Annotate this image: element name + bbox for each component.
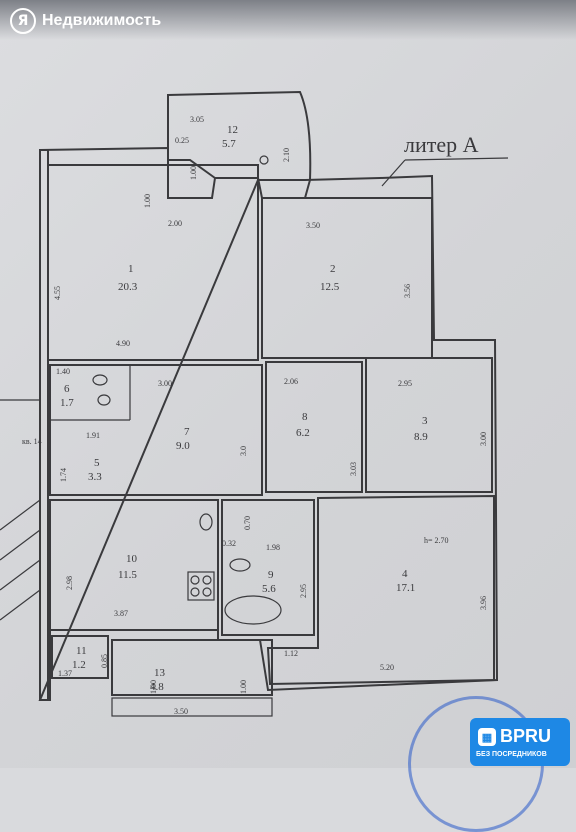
room-4: h= 2.70 4 17.1 bbox=[396, 536, 449, 594]
room-number: 13 bbox=[154, 667, 166, 679]
dimension-label: 3.87 bbox=[114, 609, 128, 618]
room-7: 7 9.0 bbox=[176, 426, 190, 452]
ceiling-height: h= 2.70 bbox=[424, 536, 449, 545]
room-area: 9.0 bbox=[176, 440, 190, 452]
dimension-label: 3.00 bbox=[479, 432, 488, 446]
dimension-label: 3.03 bbox=[349, 462, 358, 476]
room-8: 8 6.2 bbox=[296, 411, 310, 439]
room-area: 17.1 bbox=[396, 582, 415, 594]
room-area: 3.3 bbox=[88, 471, 102, 483]
bpru-watermark: ▦ BPRU БЕЗ ПОСРЕДНИКОВ bbox=[470, 718, 570, 766]
yandex-logo-icon: Я bbox=[10, 8, 36, 34]
room-11: 11 1.2 bbox=[72, 645, 87, 671]
bpru-brand: BPRU bbox=[500, 726, 552, 746]
dimension-label: 5.20 bbox=[380, 663, 394, 672]
dimension-label: 1.12 bbox=[284, 649, 298, 658]
dimension-label: 3.05 bbox=[190, 115, 204, 124]
room-number: 5 bbox=[94, 457, 100, 469]
brand-name: Недвижимость bbox=[42, 12, 162, 29]
room-area: 4.8 bbox=[150, 681, 164, 693]
dimension-labels: 3.05 0.25 2.10 1.00 1.00 2.00 3.50 4.55 … bbox=[53, 115, 488, 716]
dimension-label: 0.32 bbox=[222, 539, 236, 548]
litera-label: литер А bbox=[404, 132, 479, 157]
room-area: 20.3 bbox=[118, 281, 138, 293]
dimension-label: 0.85 bbox=[100, 654, 109, 668]
room-number: 3 bbox=[422, 415, 428, 427]
dimension-label: 1.00 bbox=[149, 680, 158, 694]
dimension-label: 3.0 bbox=[239, 446, 248, 456]
app-header: Я Недвижимость bbox=[0, 0, 576, 40]
room-number: 9 bbox=[268, 569, 274, 581]
room-area: 1.2 bbox=[72, 659, 86, 671]
dimension-label: 3.56 bbox=[403, 284, 412, 298]
dimension-label: 1.00 bbox=[189, 166, 198, 180]
dimension-label: 4.55 bbox=[53, 286, 62, 300]
dimension-label: 4.90 bbox=[116, 339, 130, 348]
room-area: 11.5 bbox=[118, 569, 137, 581]
room-5: 5 3.3 bbox=[88, 457, 102, 483]
dimension-label: 2.98 bbox=[65, 576, 74, 590]
neighbor-apartment-label: кв. 14 bbox=[22, 437, 42, 446]
dimension-label: 3.96 bbox=[479, 596, 488, 610]
room-10: 10 11.5 bbox=[118, 553, 138, 581]
room-3: 3 8.9 bbox=[414, 415, 428, 443]
room-number: 7 bbox=[184, 426, 190, 438]
dimension-label: 2.00 bbox=[168, 219, 182, 228]
room-number: 10 bbox=[126, 553, 138, 565]
dimension-label: 1.37 bbox=[58, 669, 72, 678]
dimension-label: 3.50 bbox=[306, 221, 320, 230]
dimension-label: 0.25 bbox=[175, 136, 189, 145]
dimension-label: 1.98 bbox=[266, 543, 280, 552]
room-12: 12 5.7 bbox=[222, 124, 238, 150]
room-area: 5.7 bbox=[222, 138, 236, 150]
dimension-label: 1.40 bbox=[56, 367, 70, 376]
room-area: 1.7 bbox=[60, 397, 74, 409]
room-area: 5.6 bbox=[262, 583, 276, 595]
room-number: 1 bbox=[128, 263, 134, 275]
room-2: 2 12.5 bbox=[320, 263, 340, 293]
dimension-label: 1.00 bbox=[143, 194, 152, 208]
room-area: 12.5 bbox=[320, 281, 340, 293]
room-number: 6 bbox=[64, 383, 70, 395]
dimension-label: 1.74 bbox=[59, 468, 68, 482]
bpru-logo-icon: ▦ bbox=[478, 728, 496, 746]
room-13: 13 4.8 bbox=[150, 667, 166, 693]
dimension-label: 2.10 bbox=[282, 148, 291, 162]
room-area: 8.9 bbox=[414, 431, 428, 443]
room-number: 2 bbox=[330, 263, 336, 275]
room-number: 11 bbox=[76, 645, 87, 657]
room-1: 1 20.3 bbox=[118, 263, 138, 293]
dimension-label: 0.70 bbox=[243, 516, 252, 530]
room-number: 12 bbox=[227, 124, 238, 136]
dimension-label: 1.00 bbox=[239, 680, 248, 694]
floor-plan: литер А кв. 14 12 5.7 1 20.3 2 12.5 6 1.… bbox=[0, 90, 509, 717]
dimension-label: 2.06 bbox=[284, 377, 298, 386]
brand-logo[interactable]: Я Недвижимость bbox=[10, 8, 161, 34]
dimension-label: 3.50 bbox=[174, 707, 188, 716]
room-9: 9 5.6 bbox=[262, 569, 276, 595]
room-number: 4 bbox=[402, 568, 408, 580]
bpru-subtitle: БЕЗ ПОСРЕДНИКОВ bbox=[476, 751, 547, 758]
walls bbox=[0, 90, 509, 717]
dimension-label: 1.91 bbox=[86, 431, 100, 440]
room-number: 8 bbox=[302, 411, 308, 423]
dimension-label: 3.00 bbox=[158, 379, 172, 388]
room-area: 6.2 bbox=[296, 427, 310, 439]
room-6: 6 1.7 bbox=[60, 383, 74, 409]
dimension-label: 2.95 bbox=[299, 584, 308, 598]
dimension-label: 2.95 bbox=[398, 379, 412, 388]
